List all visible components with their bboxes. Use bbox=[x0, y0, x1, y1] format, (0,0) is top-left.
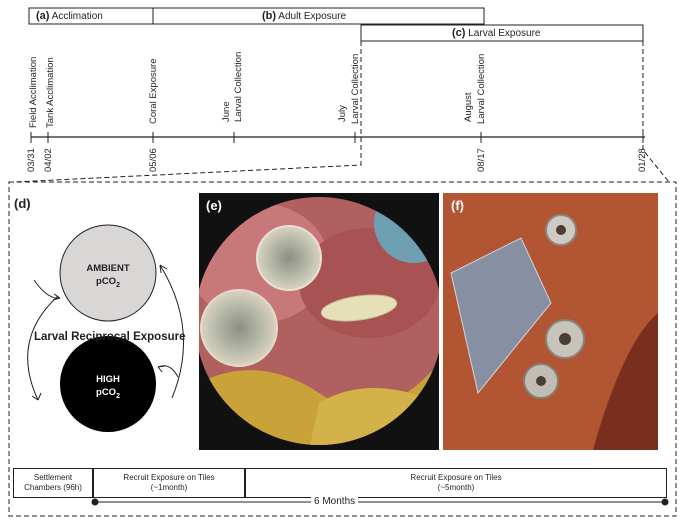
event-field-acclimation: Field Acclimation bbox=[28, 56, 39, 128]
panel-d-letter: (d) bbox=[14, 196, 31, 211]
panel-f-letter: (f) bbox=[451, 198, 464, 213]
month-august: August bbox=[463, 92, 474, 122]
month-june: June bbox=[221, 101, 232, 122]
high-text: HIGH pCO2 bbox=[96, 374, 120, 400]
event-tank-acclimation: Tank Acclimation bbox=[45, 57, 56, 128]
phase-b-label: (b) Adult Exposure bbox=[262, 10, 347, 22]
high-circle bbox=[60, 336, 156, 432]
duration-label: 6 Months bbox=[311, 496, 359, 508]
outer-right-arrow bbox=[159, 264, 184, 399]
recruit-5month-box: Recruit Exposure on Tiles (~5month) bbox=[245, 468, 667, 498]
date-0402: 04/02 bbox=[43, 148, 54, 172]
phase-a-label: (a) Acclimation bbox=[36, 10, 103, 22]
event-larval-collection-1: Larval Collection bbox=[233, 51, 244, 122]
phase-c-label: (c) Larval Exposure bbox=[452, 27, 541, 39]
duration-start-dot bbox=[91, 498, 99, 506]
event-coral-exposure: Coral Exposure bbox=[148, 58, 159, 124]
duration-end-dot bbox=[661, 498, 669, 506]
settlement-box: Settlement Chambers (96h) bbox=[13, 468, 93, 498]
larvae-microscope-image bbox=[199, 193, 439, 450]
ambient-circle bbox=[59, 224, 157, 322]
phase-c-box bbox=[360, 24, 644, 42]
event-larval-collection-2: Larval Collection bbox=[350, 53, 361, 124]
ambient-text: AMBIENT pCO2 bbox=[86, 263, 130, 289]
panel-e-photo: (e) bbox=[199, 193, 439, 450]
outer-left-arrow bbox=[27, 295, 59, 401]
date-0128: 01/28 bbox=[637, 148, 648, 172]
recruit-1month-box: Recruit Exposure on Tiles (~1month) bbox=[93, 468, 245, 498]
panel-e-letter: (e) bbox=[206, 198, 222, 213]
zoom-line-left bbox=[13, 41, 362, 183]
zoom-line-right bbox=[642, 41, 670, 183]
panel-f-photo: (f) bbox=[443, 193, 658, 450]
date-0331: 03/31 bbox=[26, 148, 37, 172]
detail-frame bbox=[8, 181, 677, 517]
event-larval-collection-3: Larval Collection bbox=[476, 53, 487, 124]
date-0817: 08/17 bbox=[476, 148, 487, 172]
month-july: July bbox=[337, 105, 348, 122]
center-label: Larval Reciprocal Exposure bbox=[34, 331, 186, 343]
date-0506: 05/06 bbox=[148, 148, 159, 172]
phase-b-box bbox=[152, 7, 485, 25]
recruits-on-tile-image bbox=[443, 193, 658, 450]
